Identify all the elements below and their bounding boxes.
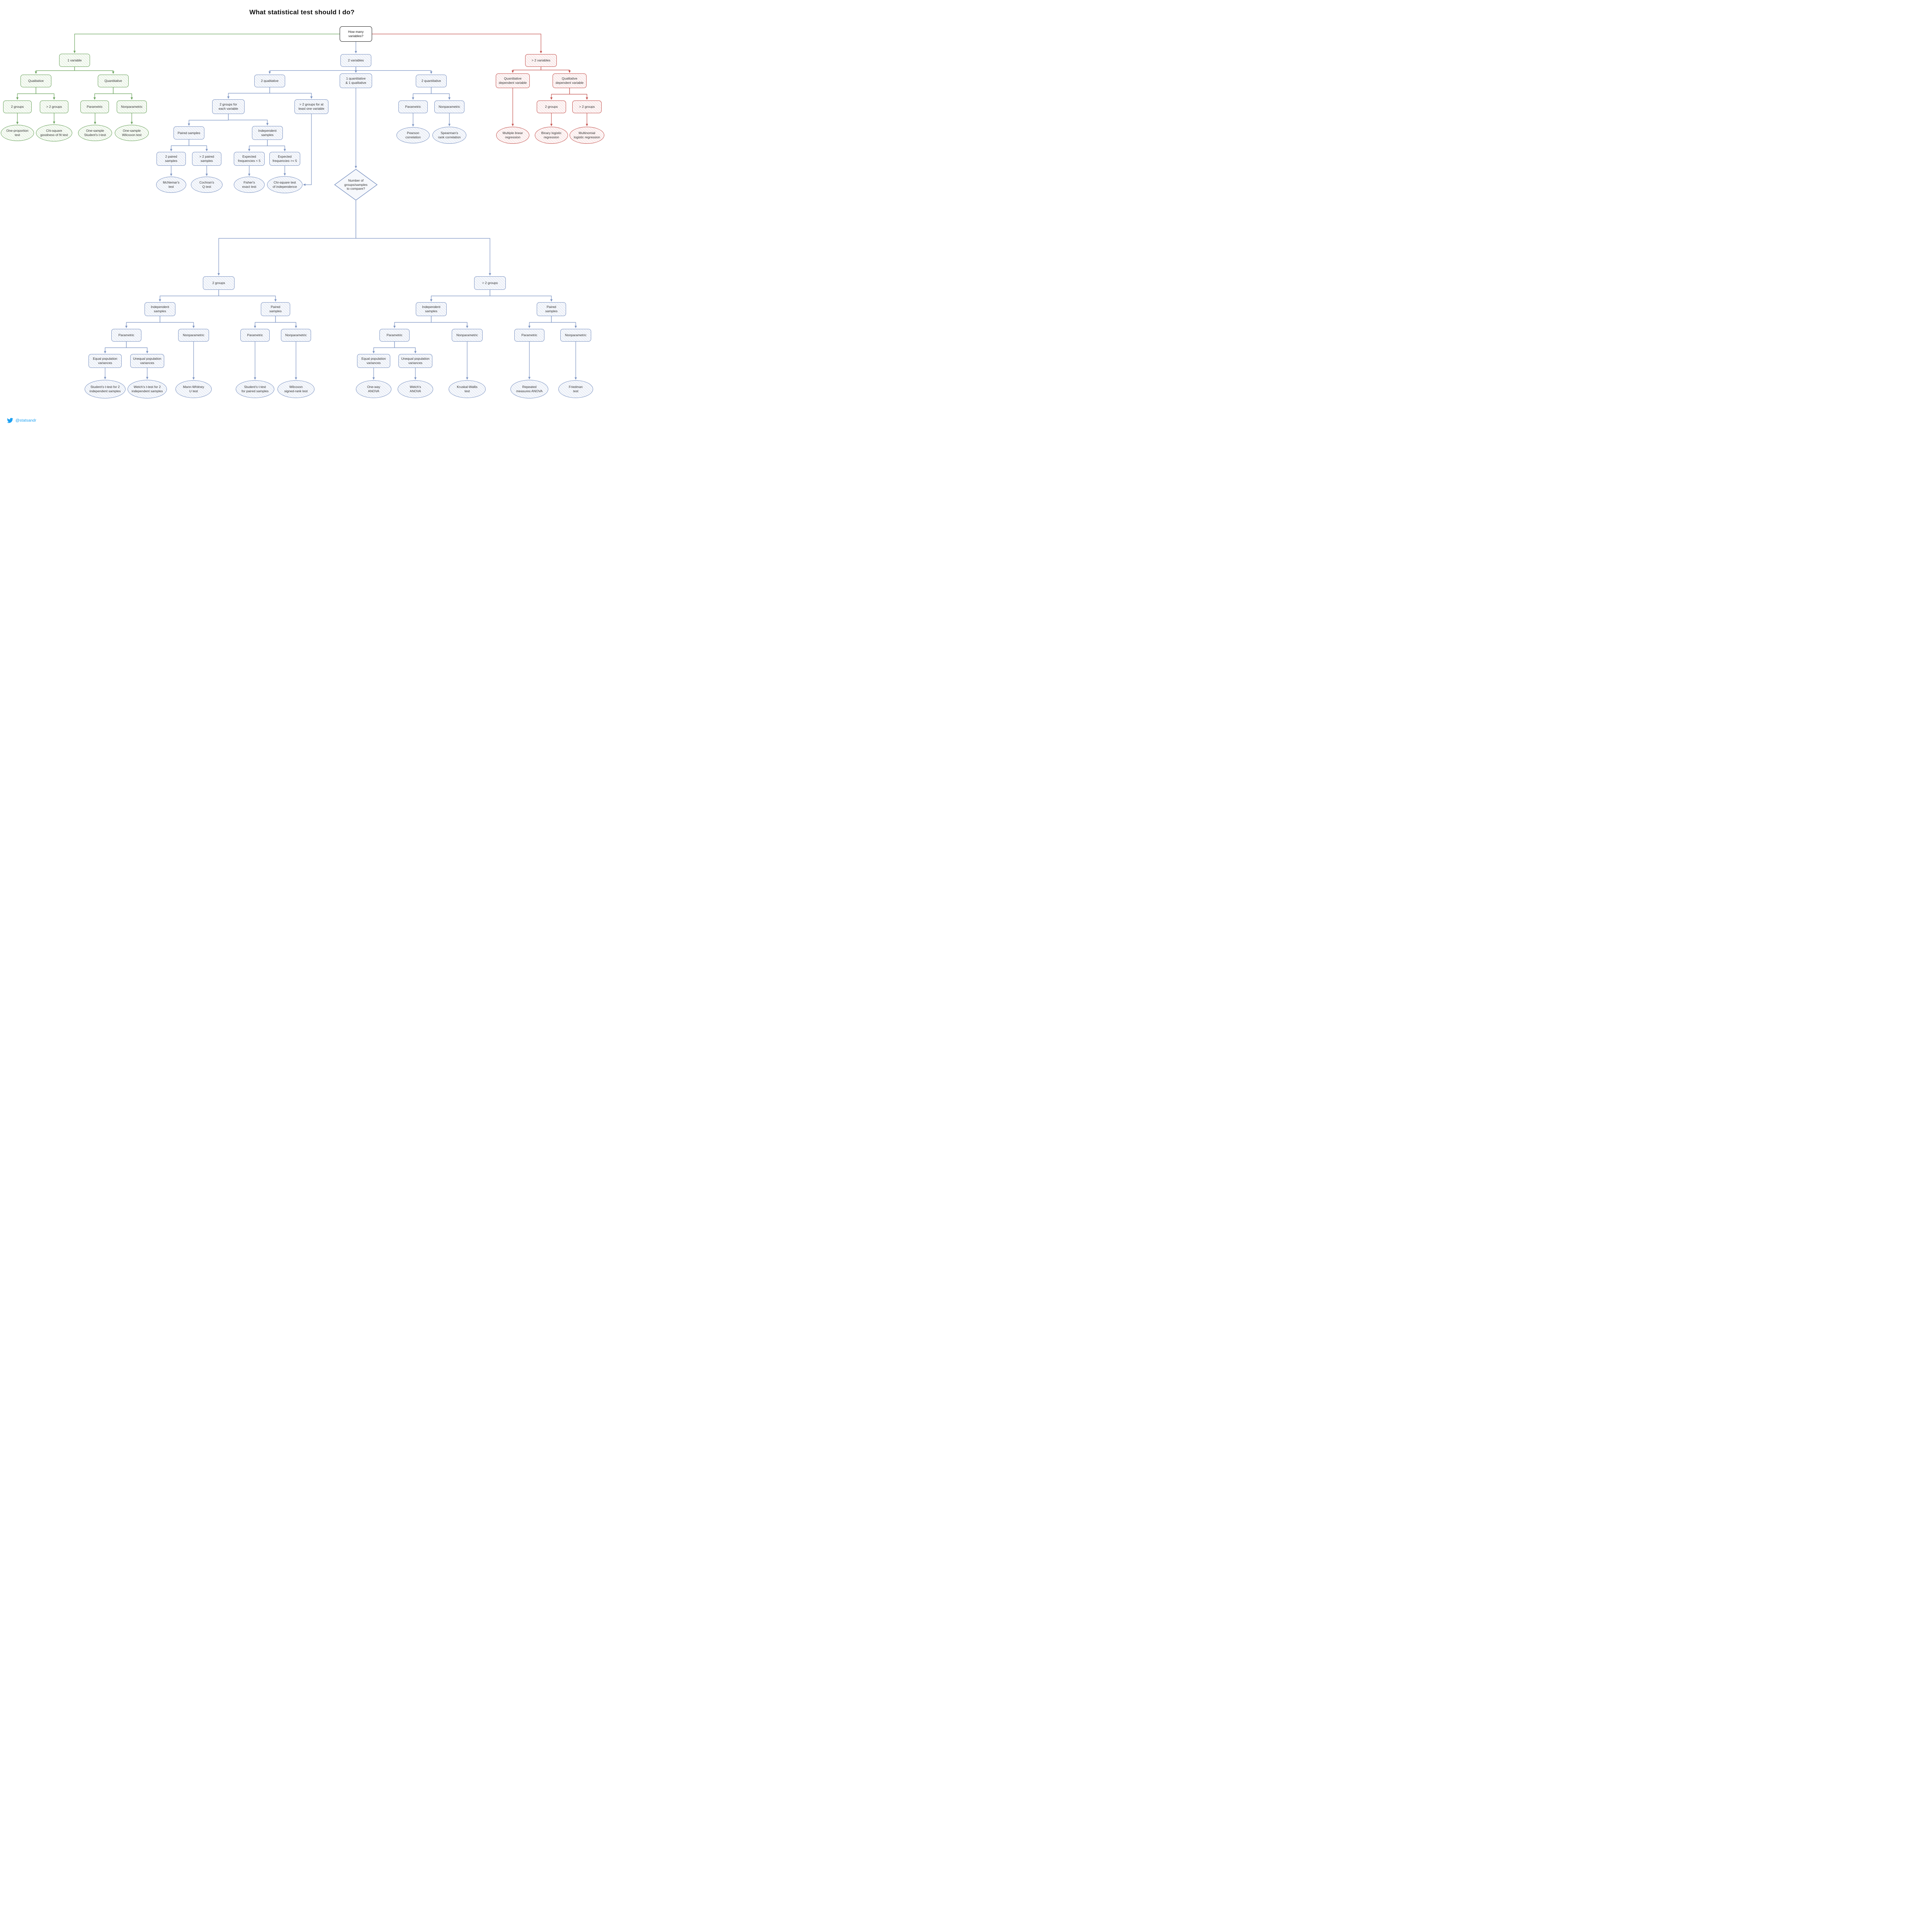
node-qdep: Quantitative dependent variable [496, 73, 530, 88]
node-npar_q2: Nonparametric [434, 100, 464, 113]
node-v2: 2 variables [340, 54, 371, 67]
node-rg2g: > 2 groups [572, 100, 602, 113]
edge-indep3-to-npar_i3 [431, 316, 468, 328]
node-v1: 1 variable [59, 54, 90, 67]
node-rmanova: Repeated measures ANOVA [510, 380, 548, 398]
node-chisq: Chi-square test of independence [267, 176, 303, 193]
node-indep2: Independent samples [145, 302, 175, 316]
node-mlr: Multiple linear regression [496, 127, 529, 144]
edge-qual2-to-gg2one [269, 87, 313, 99]
node-npar_g: Nonparametric [117, 100, 147, 113]
node-gg2: > 2 groups [40, 100, 68, 113]
edge-root-to-v1 [73, 34, 340, 53]
node-ttest2: Student's t-test for 2 independent sampl… [85, 380, 126, 398]
node-diamond: Number of groups/samples to compare? [334, 169, 378, 201]
node-uneqv3: Unequal population variances [398, 354, 432, 368]
node-kw: Kruskal-Wallis test [449, 380, 486, 398]
edge-qldep-to-rg2g [569, 88, 588, 100]
node-friedman: Friedman test [558, 380, 593, 398]
node-r2g: 2 groups [537, 100, 566, 113]
edge-v2-to-quant2 [355, 66, 432, 74]
edge-paired3-to-npar_p3 [551, 316, 577, 328]
node-ef5: Expected frequencies < 5 [234, 152, 265, 166]
node-wilcoxsr: Wilcoxon signed-rank test [277, 380, 315, 398]
node-b2g: 2 groups [203, 276, 235, 290]
footer: @statsandr [7, 417, 36, 424]
node-eqv3: Equal population variances [357, 354, 390, 368]
edge-bg2g-to-paired3 [490, 289, 553, 302]
edge-g2each-to-indep_q [228, 114, 269, 126]
edge-b2g-to-paired2 [218, 289, 277, 302]
node-blr: Binary logistic regression [535, 127, 568, 144]
node-bg2g: > 2 groups [474, 276, 506, 290]
node-welcha: Welch's ANOVA [398, 380, 433, 398]
twitter-handle: @statsandr [15, 418, 36, 423]
node-npar_i3: Nonparametric [452, 328, 483, 342]
node-npar_p3: Nonparametric [560, 328, 591, 342]
node-spearman: Spearman's rank correlation [432, 127, 466, 144]
edge-paired_q-to-pg2 [189, 140, 208, 151]
node-onesamt: One-sample Student's t-test [78, 125, 112, 141]
node-par_p3: Parametric [514, 328, 544, 342]
node-root: How many variables? [340, 26, 372, 42]
node-g2each: 2 groups for each variable [212, 99, 245, 114]
flowchart-canvas: How many variables? 1 variable 2 variables… [0, 0, 604, 428]
node-par_i3: Parametric [379, 328, 410, 342]
edge-paired2-to-npar_p [275, 316, 297, 328]
edge-root-to-v3 [372, 34, 542, 53]
node-pg2: > 2 paired samples [192, 152, 221, 166]
edge-quant2-to-npar_q2 [431, 87, 451, 100]
node-g2: 2 groups [3, 100, 32, 113]
node-mcnemar: McNemar's test [156, 177, 186, 193]
node-pearson: Pearson correlation [396, 127, 430, 143]
edge-par_i-to-uneqv [126, 341, 148, 354]
edge-qual-to-gg2 [36, 87, 55, 100]
node-label-diamond: Number of groups/samples to compare? [344, 179, 367, 191]
node-paired3: Paired samples [537, 302, 566, 316]
node-quant2: 2 quantitative [416, 74, 447, 87]
node-ef5p: Expected frequencies >= 5 [269, 152, 300, 166]
node-chigof: Chi-square goodness of fit test [36, 124, 72, 141]
node-par_i: Parametric [111, 328, 141, 342]
node-mlogr: Multinomial logistic regression [570, 127, 604, 144]
twitter-icon [7, 417, 13, 424]
edge-indep2-to-npar_i [160, 316, 195, 328]
node-anova1: One-way ANOVA [356, 380, 391, 398]
node-eqv: Equal population variances [88, 354, 122, 368]
node-uneqv: Unequal population variances [130, 354, 164, 368]
flowchart-connectors [16, 34, 588, 380]
edge-diamond-to-bg2g [355, 201, 491, 276]
page-title: What statistical test should I do? [249, 9, 355, 16]
node-p2: 2 paired samples [156, 152, 186, 166]
node-par_p: Parametric [240, 328, 270, 342]
node-paired2: Paired samples [261, 302, 290, 316]
node-paired_q: Paired samples [173, 126, 204, 140]
node-fisher: Fisher's exact test [234, 177, 265, 193]
node-npar_p: Nonparametric [281, 328, 311, 342]
node-par_g: Parametric [80, 100, 109, 113]
node-indep_q: Independent samples [252, 126, 283, 140]
node-oneprop: One-proportion test [1, 125, 34, 141]
edge-quant-to-npar_g [113, 87, 133, 100]
node-mixed: 1 quantitative & 1 qualitative [340, 73, 372, 88]
node-gg2one: > 2 groups for at least one variable [294, 99, 328, 114]
node-indep3: Independent samples [416, 302, 447, 316]
node-quant: Quantitative [98, 74, 129, 87]
edge-indep_q-to-ef5p [267, 140, 286, 151]
node-qldep: Qualitative dependent variable [553, 73, 587, 88]
node-v3: > 2 variables [525, 54, 557, 67]
node-onesamw: One-sample Wilcoxon test [115, 125, 149, 141]
edge-gg2one-to-chisq [303, 114, 312, 186]
node-cochran: Cochran's Q test [191, 177, 223, 193]
node-npar_i: Nonparametric [178, 328, 209, 342]
node-qual2: 2 qualitative [254, 74, 285, 87]
node-ttestp: Student's t-test for paired samples [236, 380, 274, 398]
node-par_q2: Parametric [398, 100, 428, 113]
edge-v3-to-qldep [541, 66, 571, 73]
edge-v1-to-quant [74, 67, 114, 74]
edge-par_i3-to-uneqv3 [394, 341, 417, 354]
node-qual: Qualitative [20, 74, 51, 87]
node-welch2: Welch's t-test for 2 independent samples [128, 380, 167, 398]
node-mannw: Mann-Whitney U test [175, 380, 212, 398]
